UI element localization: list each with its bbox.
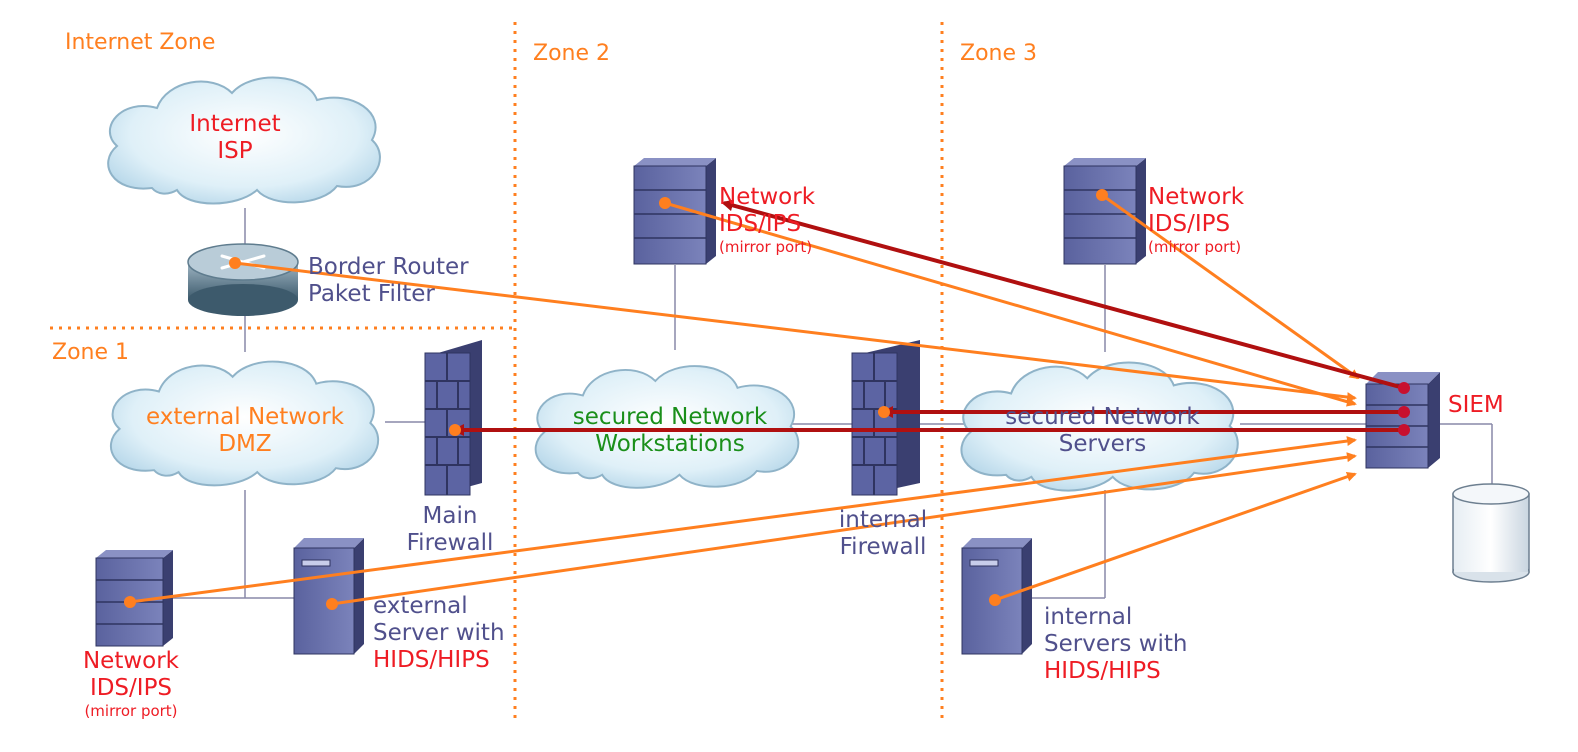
event-flows (129, 193, 1360, 606)
zone2-label: Zone 2 (533, 41, 610, 66)
main-firewall-icon (424, 340, 482, 496)
nids-zone3-label: Network IDS/IPS (mirror port) (1148, 184, 1245, 256)
server-icon-nids-zone2 (633, 158, 716, 265)
internal-servers-label: internal Servers with HIDS/HIPS (1044, 604, 1188, 684)
router-icon (187, 243, 299, 316)
nids-zone1-label: Network IDS/IPS (mirror port) (82, 648, 180, 720)
database-icon (1452, 483, 1530, 583)
event-flow-origins (124, 189, 1108, 610)
nids-zone2-label: Network IDS/IPS (mirror port) (719, 184, 816, 256)
server-icon-nids-zone3 (1063, 158, 1146, 265)
border-router-label: Border Router Paket Filter (308, 254, 469, 307)
siem-label: SIEM (1448, 392, 1504, 418)
external-server-label: external Server with HIDS/HIPS (373, 593, 505, 673)
network-links (160, 208, 1493, 599)
zone1-label: Zone 1 (52, 340, 129, 365)
zone3-label: Zone 3 (960, 41, 1037, 66)
dmz-cloud-label: external Network DMZ (146, 404, 344, 457)
workstations-cloud-label: secured Network Workstations (572, 404, 768, 457)
response-flows (452, 199, 1405, 436)
internet-cloud-label: Internet ISP (189, 111, 281, 164)
response-flow-origins (449, 382, 1410, 436)
internet-zone-label: Internet Zone (65, 30, 216, 55)
internal-firewall-label: internal Firewall (838, 507, 928, 560)
main-firewall-label: Main Firewall (406, 503, 494, 556)
siem-server-icon (1365, 372, 1440, 469)
server-icon-external (293, 538, 364, 655)
servers-cloud-label: secured Network Servers (1005, 404, 1200, 457)
